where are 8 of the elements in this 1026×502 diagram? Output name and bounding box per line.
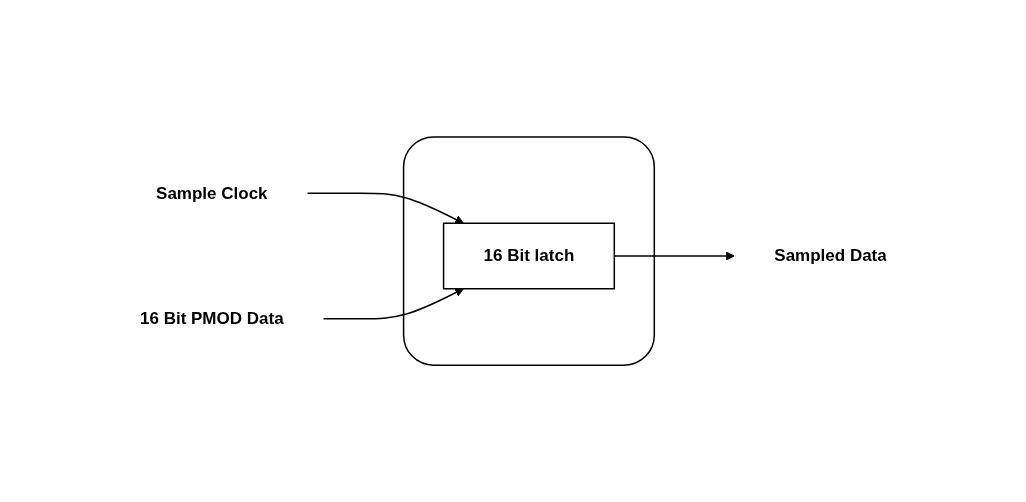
cluster <box>402 136 655 366</box>
arrow <box>322 288 464 320</box>
node-text: Sampled Data <box>773 246 887 266</box>
arrow <box>613 251 735 261</box>
node-text: Sample Clock <box>155 183 268 203</box>
node-box: 16 Bit latch <box>442 222 615 290</box>
node-text: 16 Bit PMOD Data <box>139 309 284 328</box>
arrow <box>306 192 464 224</box>
